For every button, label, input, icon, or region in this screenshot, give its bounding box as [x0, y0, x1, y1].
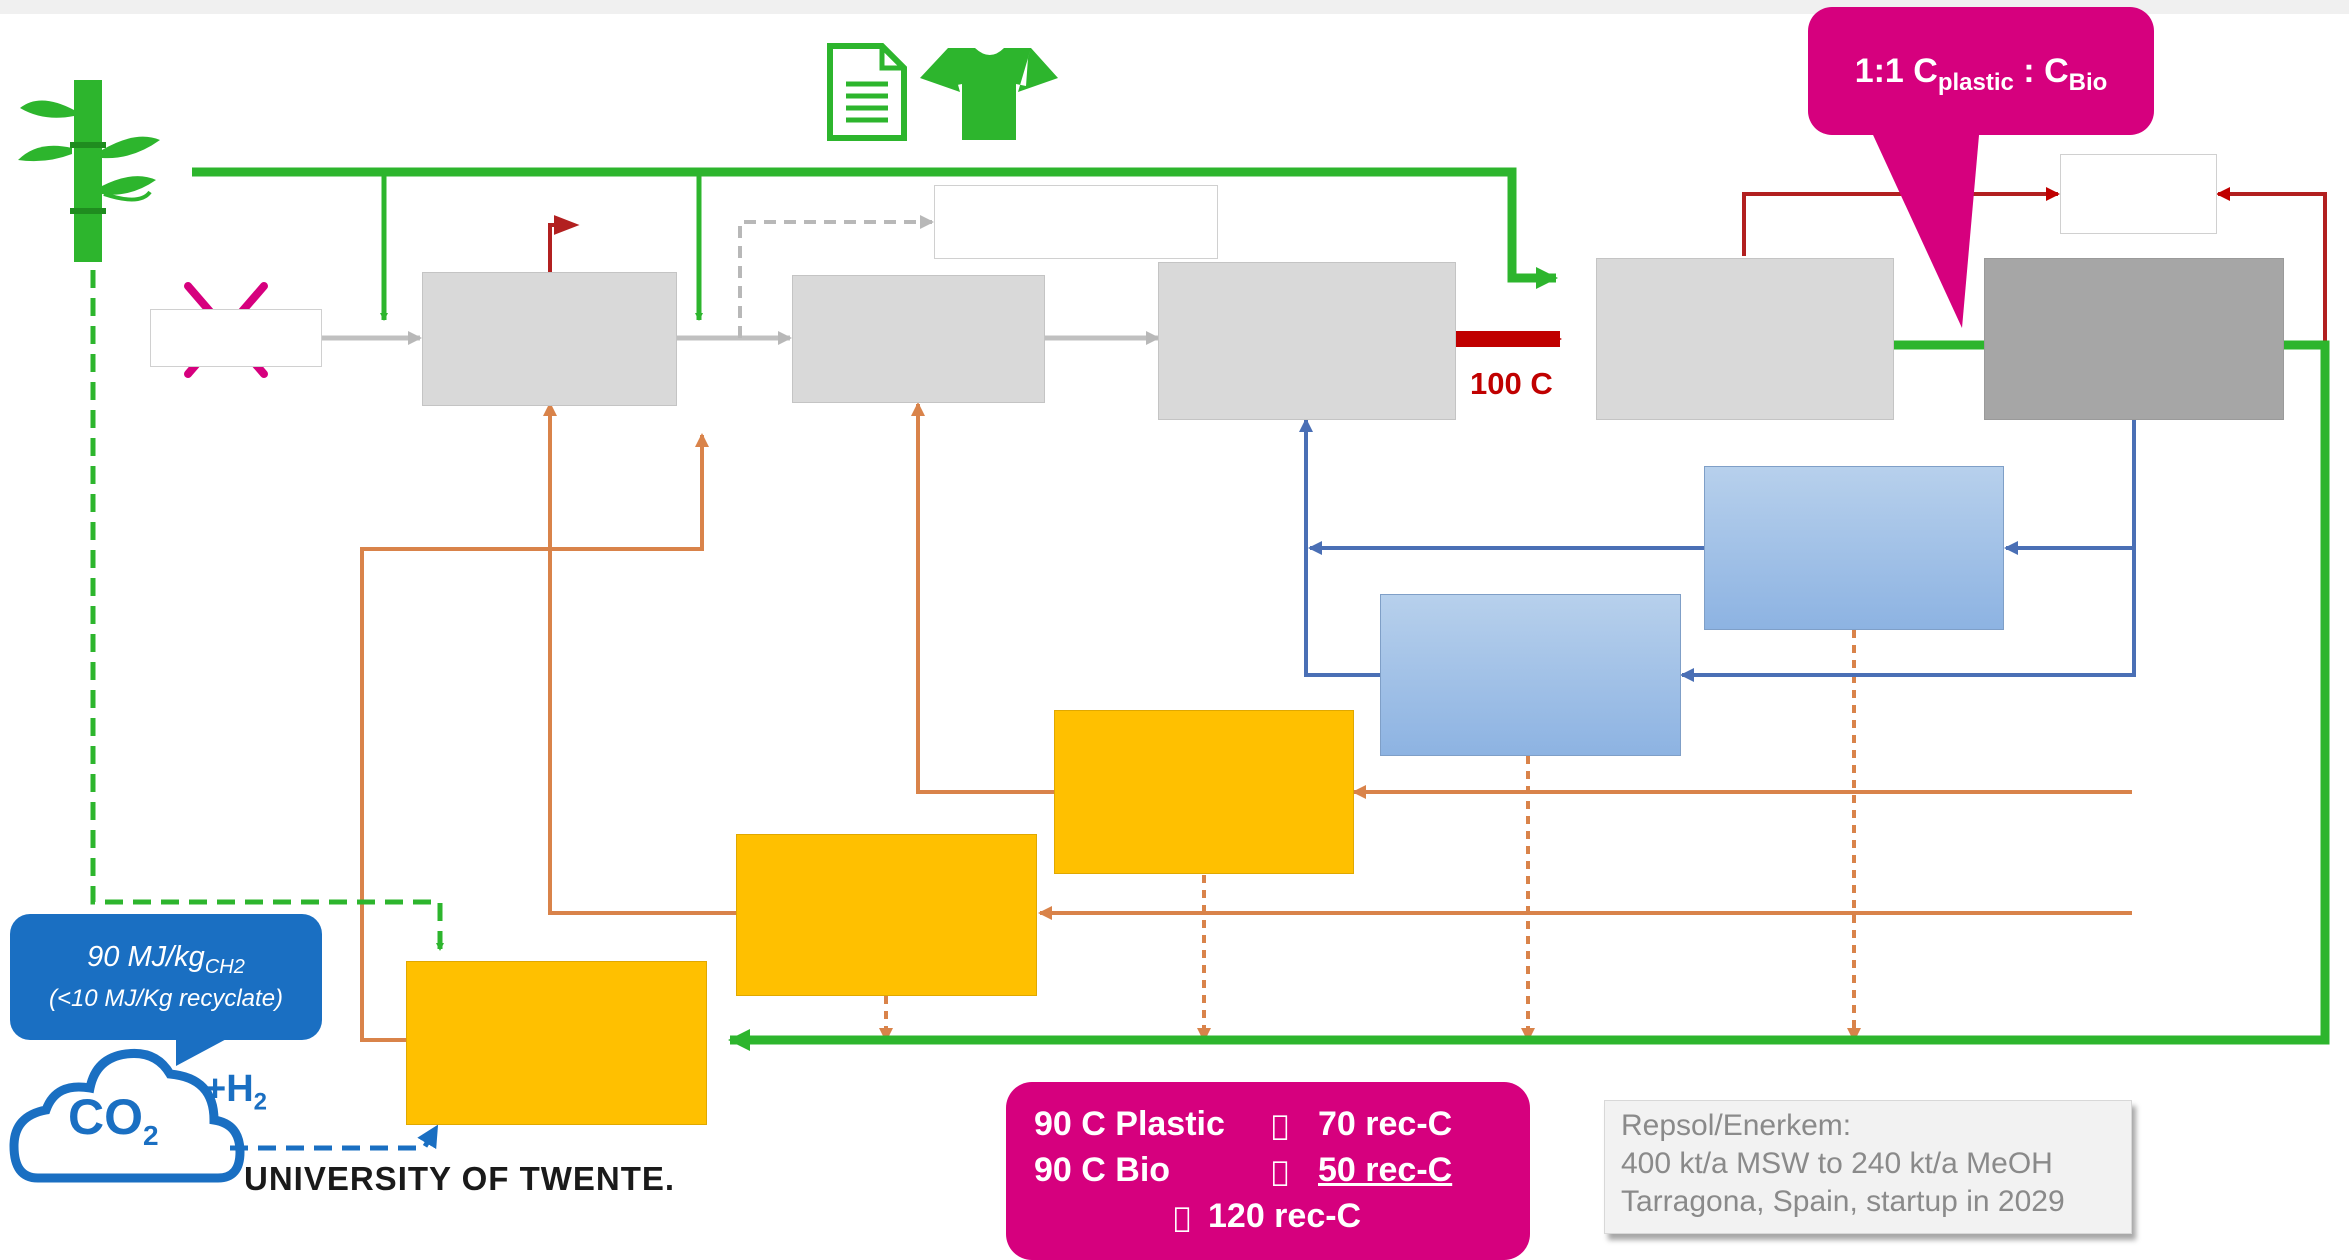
- yellow-box-2: [736, 834, 1037, 996]
- summary-total: 120 rec-C: [1208, 1195, 1362, 1235]
- missing-glyph-3: : [1164, 1195, 1200, 1240]
- missing-glyph-2: : [1262, 1149, 1298, 1194]
- co2-sub: 2: [143, 1120, 159, 1151]
- energy-callout: 90 MJ/kgCH2 (<10 MJ/Kg recyclate): [10, 914, 322, 1040]
- blue-box-upper: [1704, 466, 2004, 630]
- process-box-3: [1158, 262, 1456, 420]
- summary-plastic: 90 C Plastic: [1034, 1105, 1225, 1143]
- summary-row-3: 120 rec-C: [1034, 1194, 1530, 1240]
- note-line-3: Tarragona, Spain, startup in 2029: [1621, 1185, 2065, 1218]
- h2-label: +H2: [204, 1068, 267, 1117]
- missing-glyph-1: : [1262, 1103, 1298, 1148]
- cloud-icon: [9, 1048, 245, 1183]
- summary-row-2: 90 C Bio  50 rec-C: [1034, 1148, 1530, 1194]
- bamboo-icon: [18, 80, 160, 262]
- note-line-1: Repsol/Enerkem:: [1621, 1109, 1852, 1142]
- document-icon: [827, 43, 907, 141]
- energy-value: 90 MJ/kg: [87, 941, 205, 973]
- process-box-1: [422, 272, 677, 406]
- product-box: [1984, 258, 2284, 420]
- summary-rec-plastic: 70 rec-C: [1318, 1105, 1453, 1143]
- ratio-sub-bio: Bio: [2068, 68, 2108, 96]
- energy-callout-pointer: [176, 1036, 232, 1066]
- synthesis-box: [1596, 258, 1894, 420]
- note-line-2: 400 kt/a MSW to 240 kt/a MeOH: [1621, 1147, 2053, 1180]
- orange-recycle-lines: [360, 402, 2132, 1042]
- process-box-2: [792, 275, 1045, 403]
- h2-sub: 2: [253, 1088, 267, 1116]
- top-bar: [0, 0, 2349, 14]
- project-note: Repsol/Enerkem: 400 kt/a MSW to 240 kt/a…: [1604, 1100, 2132, 1234]
- energy-unit-sub: CH2: [204, 955, 245, 978]
- co2-text: CO: [68, 1089, 143, 1145]
- byproduct-box: [934, 185, 1218, 259]
- co2-line: [230, 1124, 439, 1151]
- h2-text: +H: [204, 1068, 254, 1110]
- carbon-summary-box: 90 C Plastic70 rec-C 90 C Bio50 rec-C …: [1006, 1082, 1530, 1260]
- yellow-box-3: [406, 961, 707, 1125]
- output-box: [2060, 154, 2217, 234]
- blue-recycle-lines: [1299, 418, 2136, 682]
- blue-box-lower: [1380, 594, 1681, 756]
- summary-row-1: 90 C Plastic  70 rec-C: [1034, 1102, 1530, 1148]
- ratio-mid: : C: [2013, 52, 2069, 90]
- tshirt-icon: [920, 48, 1058, 140]
- yellow-box-1: [1054, 710, 1354, 874]
- co2-label: CO2: [68, 1088, 159, 1152]
- feed-line: [322, 215, 1160, 345]
- heat-arrow-label: 100 C: [1470, 366, 1553, 401]
- ratio-callout-pointer: [1868, 124, 1980, 328]
- waste-input-box: [150, 309, 322, 367]
- ratio-callout: 1:1 Cplastic : CBio: [1808, 7, 2154, 135]
- summary-rec-bio: 50 rec-C: [1318, 1150, 1453, 1189]
- university-logo-text: UNIVERSITY OF TWENTE.: [244, 1160, 676, 1197]
- summary-bio: 90 C Bio: [1034, 1150, 1171, 1189]
- ratio-text: 1:1 C: [1854, 52, 1938, 90]
- energy-note: (<10 MJ/Kg recyclate): [48, 984, 284, 1012]
- ratio-sub-plastic: plastic: [1937, 68, 2014, 96]
